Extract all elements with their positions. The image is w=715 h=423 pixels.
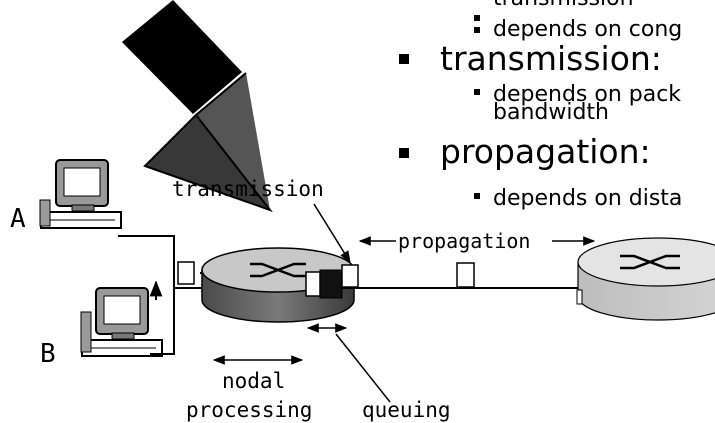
propagation-label: propagation [398, 229, 530, 253]
bullet-text: depends on pack [493, 82, 681, 107]
down-left-arrow-icon [122, 0, 273, 213]
transmitting-packet [319, 269, 343, 299]
bullet-item-3: transmission: [399, 39, 662, 78]
bullet-heading: transmission: [440, 39, 662, 78]
link-b [150, 287, 206, 355]
queuing-label: queuing [362, 398, 451, 422]
processing-label: processing [186, 398, 312, 422]
queuing-pointer [335, 333, 391, 403]
packet-icon [177, 261, 195, 285]
nodal-label: nodal [222, 369, 285, 393]
host-a-label: A [10, 204, 26, 234]
bullet-text: bandwidth [493, 100, 609, 125]
outgoing-packet [341, 264, 359, 288]
transmission-label: transmission [172, 177, 324, 201]
bullet-item-6: propagation: [399, 132, 651, 171]
link-a [118, 235, 175, 288]
bullet-text: depends on cong [493, 17, 682, 42]
bullet-heading: propagation: [440, 132, 651, 171]
queued-packet [305, 271, 321, 297]
bullet-list: transmission depends on cong transmissio… [399, 0, 682, 211]
bullet-item-5: bandwidth [493, 100, 609, 125]
transmission-pointer [313, 203, 351, 264]
host-b-label: B [40, 339, 56, 369]
bullet-text: transmission [493, 0, 634, 11]
host-a-computer-icon [39, 159, 122, 229]
in-flight-packet [456, 262, 475, 288]
host-b-computer-icon [80, 287, 163, 357]
bullet-text: depends on dista [493, 186, 682, 211]
bullet-item-4: depends on pack [474, 82, 681, 107]
bullet-item-2: depends on cong [474, 17, 682, 42]
bullet-item-1: transmission [474, 0, 634, 21]
router-icon [576, 237, 715, 321]
bullet-item-7: depends on dista [474, 186, 682, 211]
